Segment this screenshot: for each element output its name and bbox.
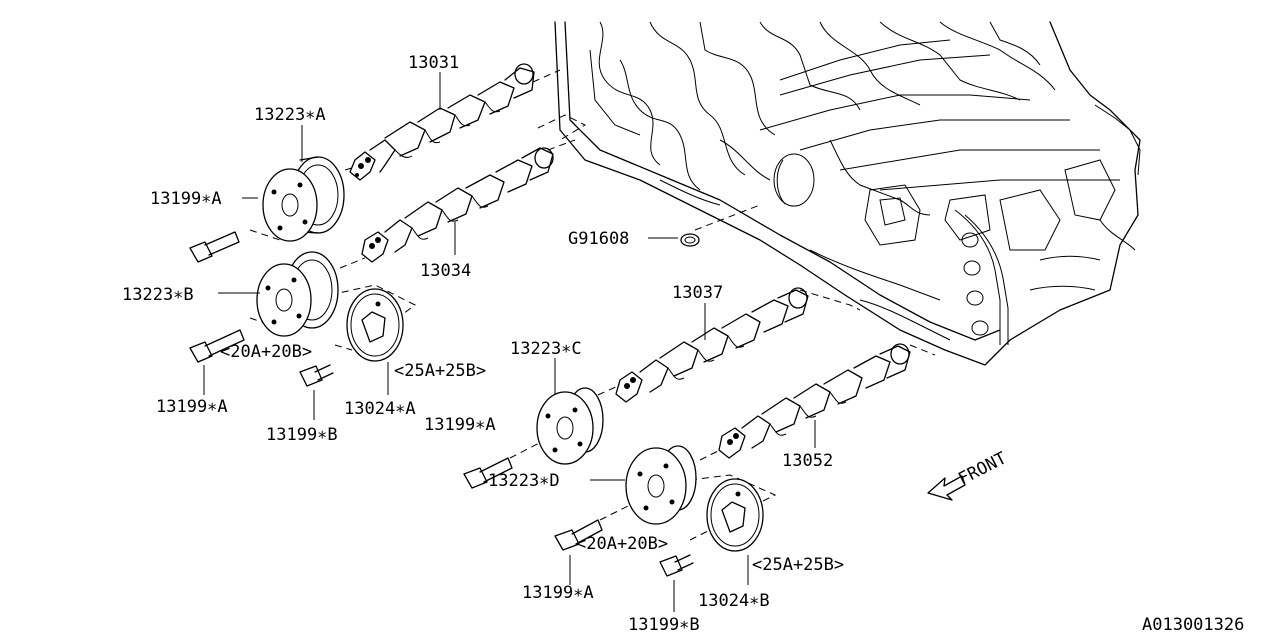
label-25A25B-1: <25A+25B>	[394, 361, 486, 381]
bolt-13199B-right	[659, 554, 694, 577]
camshaft-13031	[349, 63, 535, 181]
label-13052: 13052	[782, 451, 833, 471]
diagram-code: A013001326	[1142, 615, 1244, 635]
bolt-13199A-center	[463, 457, 513, 489]
leader-lines	[203, 72, 816, 612]
cam-sprocket-13223B	[256, 251, 339, 337]
assembly-dashed-lines	[249, 69, 936, 541]
camshaft-13052	[718, 343, 911, 459]
front-label: FRONT	[955, 448, 1010, 489]
label-13199A-1: 13199∗A	[150, 189, 222, 209]
label-13199A-3: 13199∗A	[424, 415, 496, 435]
label-13037: 13037	[672, 283, 723, 303]
bolt-13199B-left	[299, 364, 334, 387]
label-13024A: 13024∗A	[344, 399, 416, 419]
o-ring-G91608	[680, 233, 700, 247]
bolt-13199A-bottom	[554, 519, 603, 551]
bolt-13199A-top	[189, 231, 240, 263]
front-arrow-icon: FRONT	[927, 448, 1010, 501]
label-13199A-4: 13199∗A	[522, 583, 594, 603]
label-13199A-2: 13199∗A	[156, 397, 228, 417]
label-13223A: 13223∗A	[254, 105, 326, 125]
label-G91608: G91608	[568, 229, 629, 249]
label-13199B-1: 13199∗B	[266, 425, 338, 445]
label-13034: 13034	[420, 261, 471, 281]
label-13223D: 13223∗D	[488, 471, 560, 491]
cam-sprocket-13223C	[536, 387, 604, 465]
label-13223B: 13223∗B	[122, 285, 194, 305]
cam-sprocket-13223D	[625, 445, 697, 525]
label-13199B-2: 13199∗B	[628, 615, 700, 635]
cam-plate-13024B	[706, 478, 764, 552]
camshaft-13034	[361, 147, 554, 263]
label-13031: 13031	[408, 53, 459, 73]
label-25A25B-2: <25A+25B>	[752, 555, 844, 575]
bolt-13199A-mid	[189, 329, 245, 363]
label-13024B: 13024∗B	[698, 591, 770, 611]
camshaft-13037	[615, 287, 809, 403]
part-labels: 13031 13223∗A 13199∗A 13034 G91608 13223…	[122, 53, 1244, 635]
label-13223C: 13223∗C	[510, 339, 582, 359]
cam-sprocket-13223A	[262, 156, 345, 242]
cylinder-head-block	[554, 21, 1141, 366]
label-20A20B-1: <20A+20B>	[220, 342, 312, 362]
cam-plate-13024A	[346, 288, 404, 362]
label-20A20B-2: <20A+20B>	[576, 534, 668, 554]
